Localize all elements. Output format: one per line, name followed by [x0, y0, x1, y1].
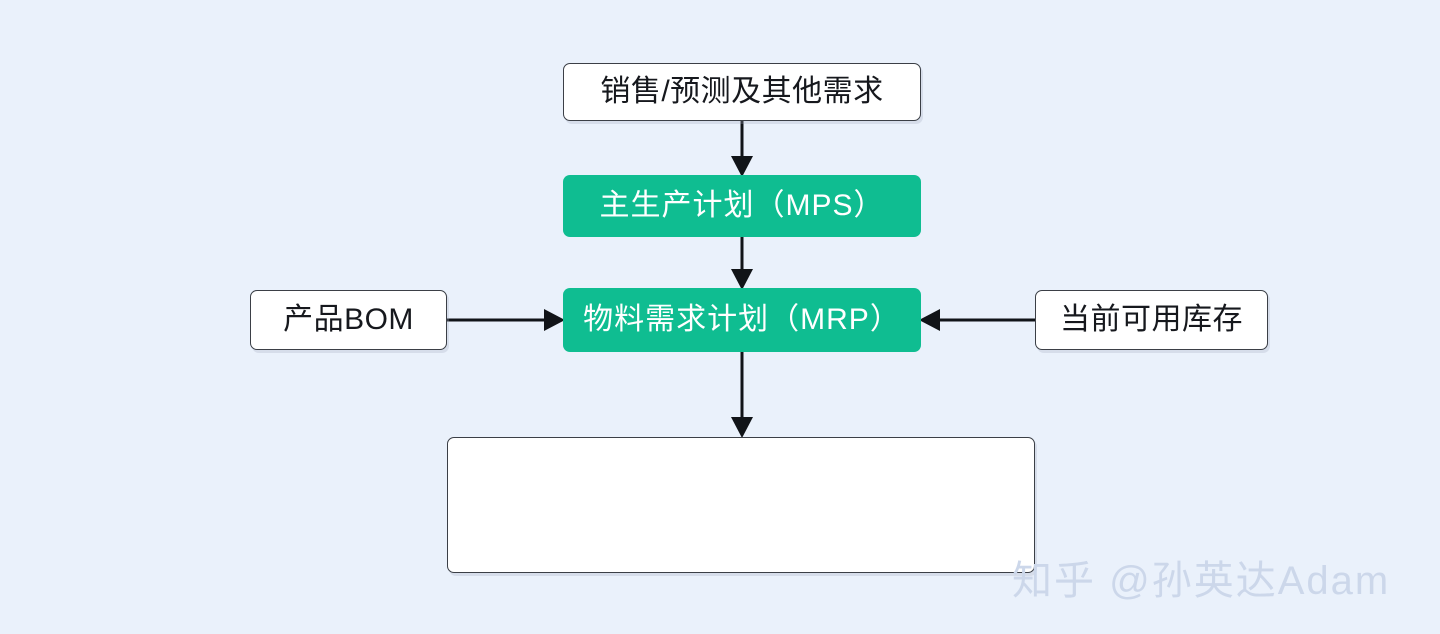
arrow-bom-to-mrp — [447, 309, 565, 331]
node-sales-forecast-demand[interactable]: 销售/预测及其他需求 — [563, 63, 921, 121]
arrow-mps-to-mrp — [731, 237, 753, 290]
arrow-mrp-to-outputs — [731, 352, 753, 438]
watermark: 知乎 @孙英达Adam — [1012, 559, 1391, 603]
node-master-production-schedule[interactable]: 主生产计划（MPS） — [563, 175, 921, 237]
outputs-container: 生产任务 采购需求 — [447, 437, 1035, 573]
arrow-demand-to-mps — [731, 121, 753, 177]
node-material-requirements-planning[interactable]: 物料需求计划（MRP） — [563, 288, 921, 352]
arrow-stock-to-mrp — [919, 309, 1035, 331]
node-current-available-stock[interactable]: 当前可用库存 — [1035, 290, 1268, 350]
node-product-bom[interactable]: 产品BOM — [250, 290, 447, 350]
